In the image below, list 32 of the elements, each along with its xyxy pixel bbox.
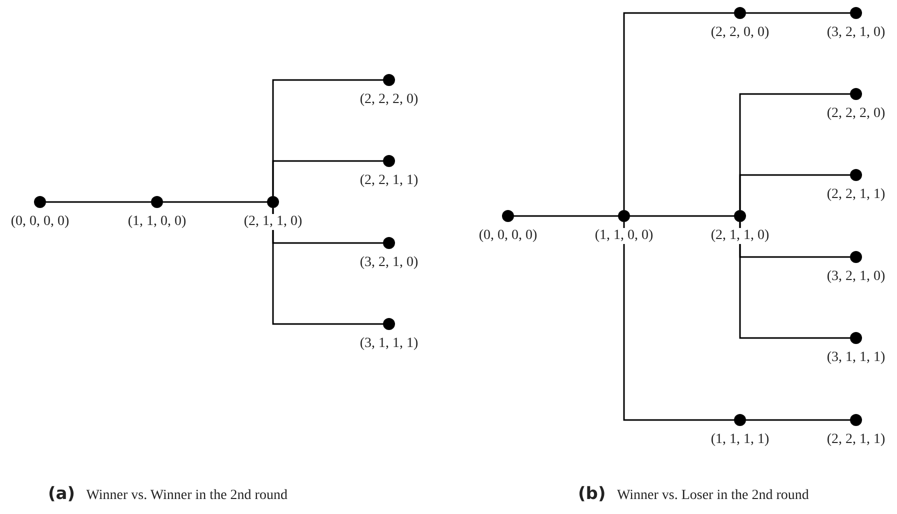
state-label: (1, 1, 0, 0) xyxy=(594,228,654,244)
state-label: (2, 2, 1, 1) xyxy=(826,432,886,448)
state-label: (3, 2, 1, 0) xyxy=(826,25,886,41)
state-label: (0, 0, 0, 0) xyxy=(478,228,538,244)
connector-line xyxy=(272,160,383,196)
state-label: (3, 2, 1, 0) xyxy=(826,269,886,285)
connector-line xyxy=(746,12,850,14)
connector-line xyxy=(272,208,383,325)
connector-line xyxy=(514,215,618,217)
state-label: (2, 1, 1, 0) xyxy=(242,214,304,230)
state-label: (0, 0, 0, 0) xyxy=(10,214,70,230)
state-label: (3, 1, 1, 1) xyxy=(826,350,886,366)
connector-line xyxy=(623,12,734,210)
state-label: (1, 1, 1, 1) xyxy=(710,432,770,448)
subfigure-caption: (b) Winner vs. Loser in the 2nd round xyxy=(578,484,809,504)
state-label: (2, 2, 2, 0) xyxy=(826,106,886,122)
connector-line xyxy=(163,201,267,203)
connector-line xyxy=(623,222,734,421)
connector-line xyxy=(739,222,850,339)
state-label: (2, 2, 0, 0) xyxy=(710,25,770,41)
state-label: (3, 1, 1, 1) xyxy=(358,336,420,352)
subfigure-caption: (a) Winner vs. Winner in the 2nd round xyxy=(48,484,288,504)
state-label: (2, 2, 1, 1) xyxy=(358,173,420,189)
connector-line xyxy=(46,201,151,203)
state-label: (2, 1, 1, 0) xyxy=(710,228,770,244)
state-label: (2, 2, 2, 0) xyxy=(358,92,420,108)
state-label: (1, 1, 0, 0) xyxy=(126,214,188,230)
state-label: (3, 2, 1, 0) xyxy=(358,255,420,271)
state-label: (2, 2, 1, 1) xyxy=(826,187,886,203)
connector-line xyxy=(746,419,850,421)
connector-line xyxy=(630,215,734,217)
connector-line xyxy=(739,174,850,210)
